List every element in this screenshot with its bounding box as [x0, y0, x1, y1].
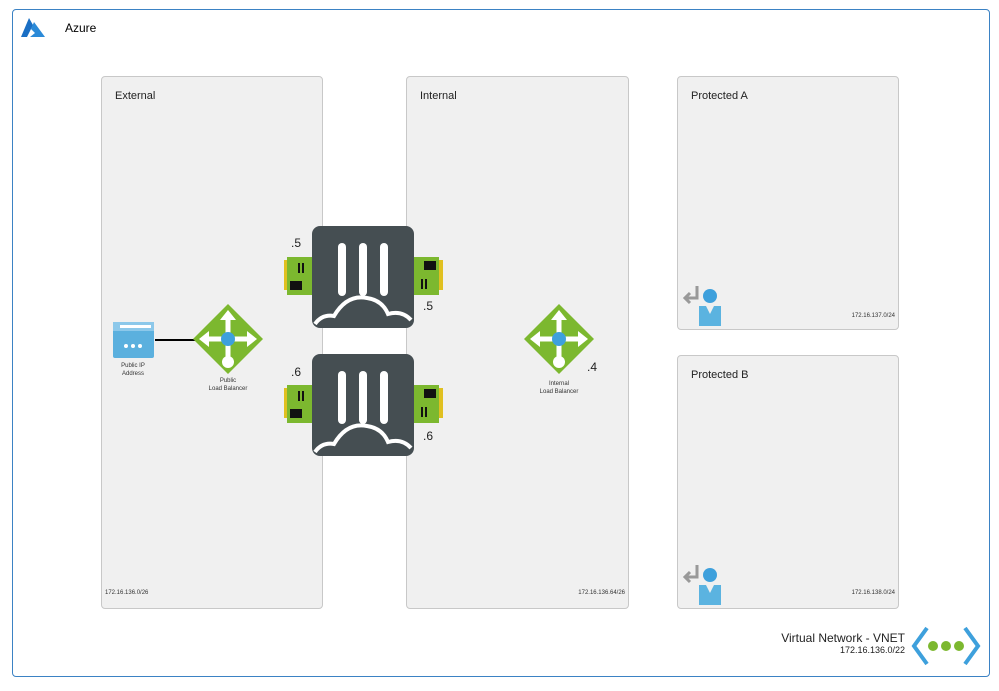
fortigate-icon [312, 226, 414, 328]
public-ip-label: Public IP Address [108, 362, 158, 378]
public-load-balancer-icon[interactable] [193, 304, 263, 374]
virtual-network-icon [911, 626, 981, 666]
public-ip-icon [113, 322, 154, 358]
subnet-cidr: 172.16.136.64/26 [578, 590, 625, 596]
vnet-label: Virtual Network - VNET 172.16.136.0/22 [781, 631, 905, 655]
fw2-internal-ip: .6 [423, 429, 434, 443]
internal-load-balancer-icon[interactable] [524, 304, 594, 374]
nic-icon [284, 257, 312, 295]
label-line: Load Balancer [539, 389, 579, 395]
internal-lb-ip: .4 [587, 360, 598, 374]
subnet-cidr: 172.16.136.0/26 [105, 590, 149, 596]
subnet-protected-b: Protected B 172.16.138.0/24 [677, 355, 899, 609]
label-line: Address [121, 371, 144, 377]
label-line: Public IP [121, 363, 145, 369]
nic-icon [284, 385, 312, 423]
subnet-protected-a: Protected A 172.16.137.0/24 [677, 76, 899, 330]
route-table-icon [682, 565, 721, 605]
subnet-internal: Internal 172.16.136.64/26 [406, 76, 629, 609]
connector-line [155, 339, 195, 341]
azure-frame [12, 9, 990, 677]
subnet-cidr: 172.16.137.0/24 [851, 313, 895, 319]
subnet-title: Internal [420, 90, 457, 102]
nic-icon [414, 257, 443, 295]
label-line: Public [219, 378, 237, 384]
nic-icon [414, 385, 443, 423]
label-line: Load Balancer [208, 386, 248, 392]
route-table-icon [682, 286, 721, 326]
vnet-title: Virtual Network - VNET [781, 631, 905, 645]
subnet-title: Protected A [691, 90, 748, 102]
subnet-cidr: 172.16.138.0/24 [851, 590, 895, 596]
subnet-title: External [115, 90, 156, 102]
azure-title: Azure [65, 21, 97, 35]
fw2-external-ip: .6 [291, 365, 302, 379]
subnet-title: Protected B [691, 369, 749, 381]
firewall-2[interactable] [312, 354, 414, 461]
azure-logo-icon [21, 18, 45, 37]
vnet-cidr: 172.16.136.0/22 [839, 645, 905, 655]
fw1-external-ip: .5 [291, 236, 302, 250]
fw1-internal-ip: .5 [423, 299, 434, 313]
label-line: Internal [548, 381, 569, 387]
firewall-1[interactable] [312, 226, 414, 333]
fortigate-icon [312, 354, 414, 456]
